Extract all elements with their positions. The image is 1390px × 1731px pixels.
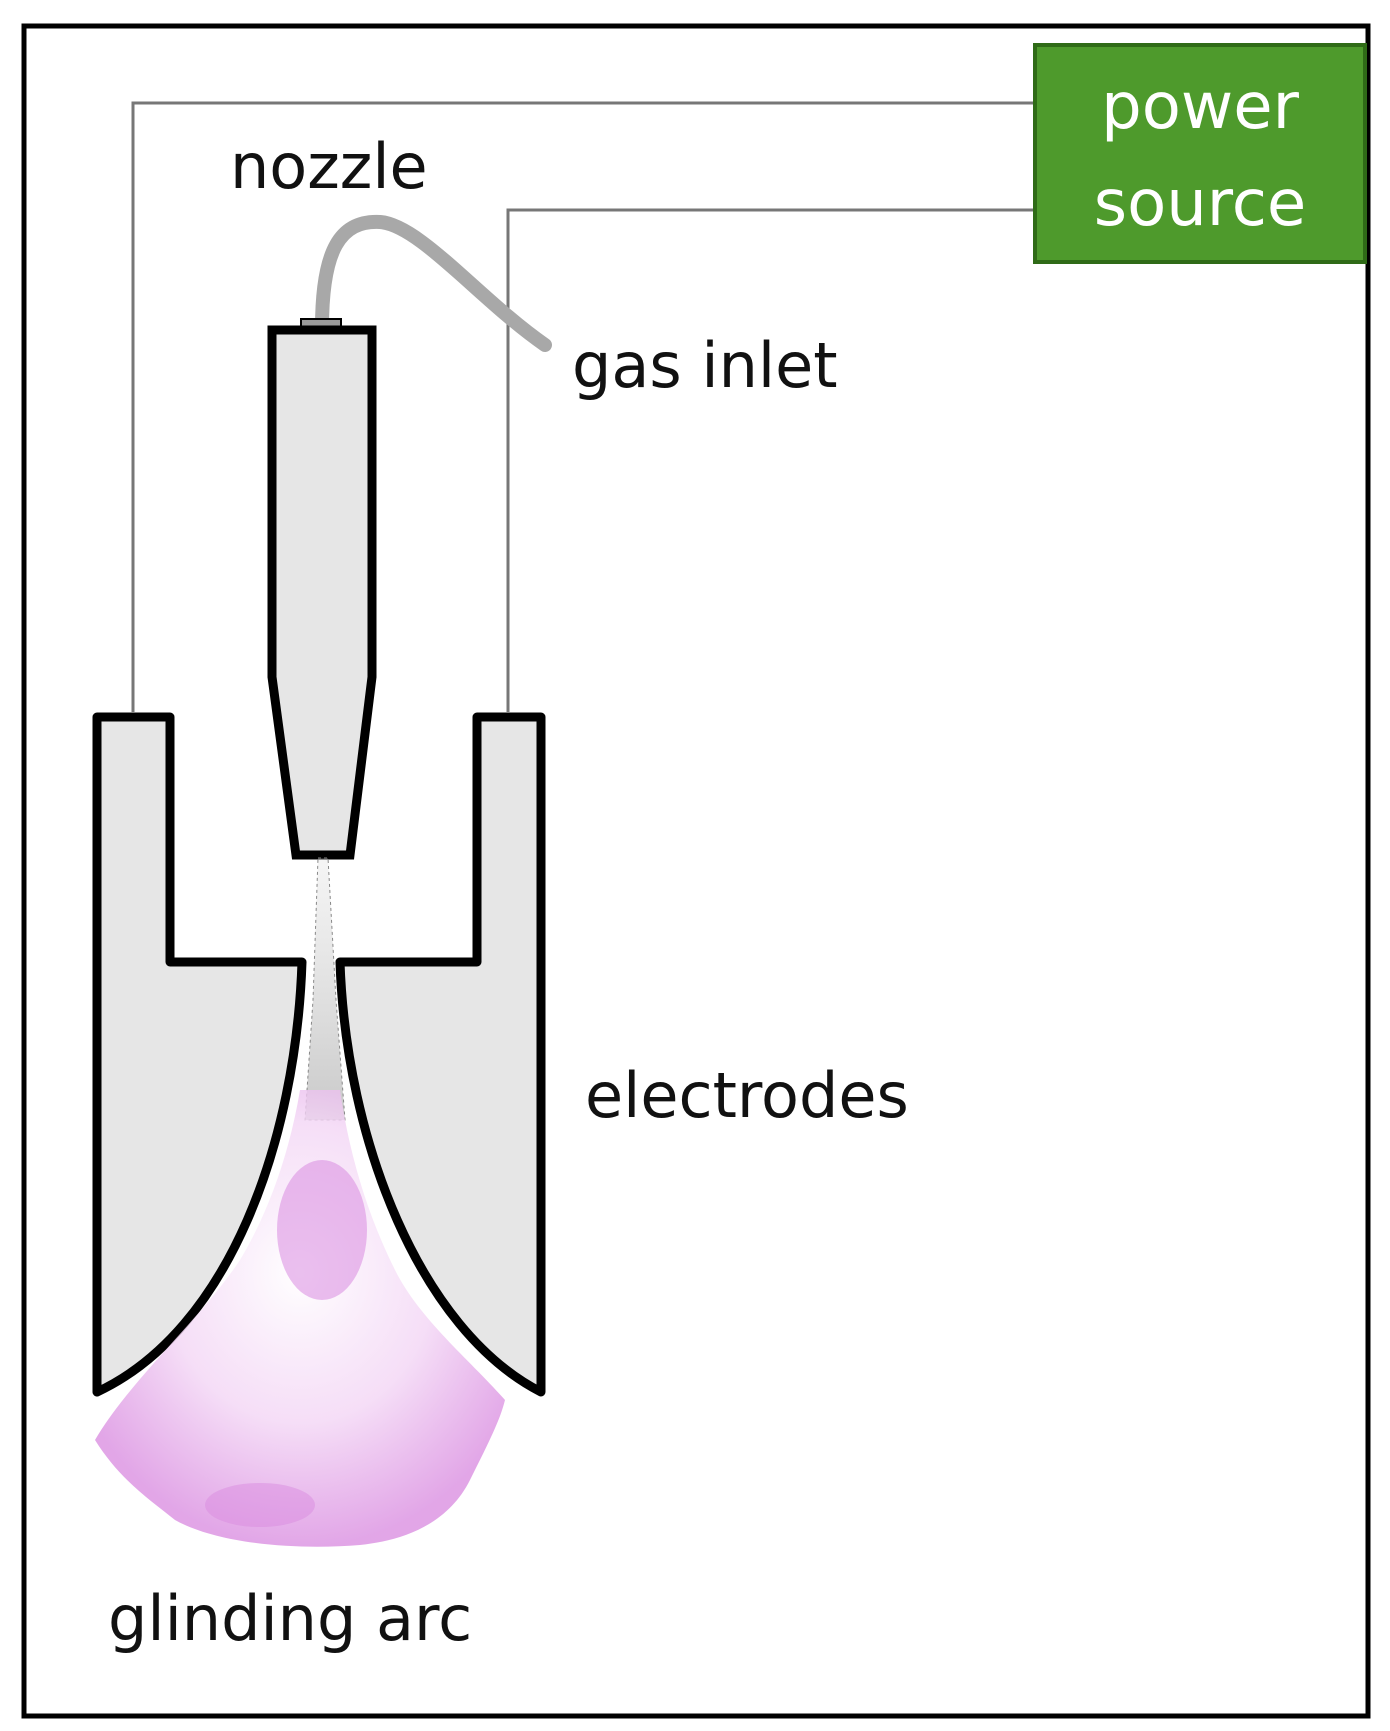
nozzle-body [267,325,377,860]
gas-inlet-tube [315,214,552,352]
wire-left-electrode [131,101,1035,712]
glinding-arc-label: glinding arc [108,1582,472,1655]
electrode-body [92,712,546,1397]
power-source-label-line1: power [1101,70,1300,144]
nozzle-label: nozzle [230,130,428,203]
power-source-label-line2: source [1094,167,1307,241]
wire-right-electrode [506,208,1035,712]
power-source-box [1033,43,1367,264]
plasma-streak-upper [277,1160,367,1300]
plasma-plume [95,1090,505,1547]
electrodes-label: electrodes [585,1059,909,1132]
gas-inlet-label: gas inlet [572,329,838,402]
plasma-streak-lower [205,1483,315,1527]
